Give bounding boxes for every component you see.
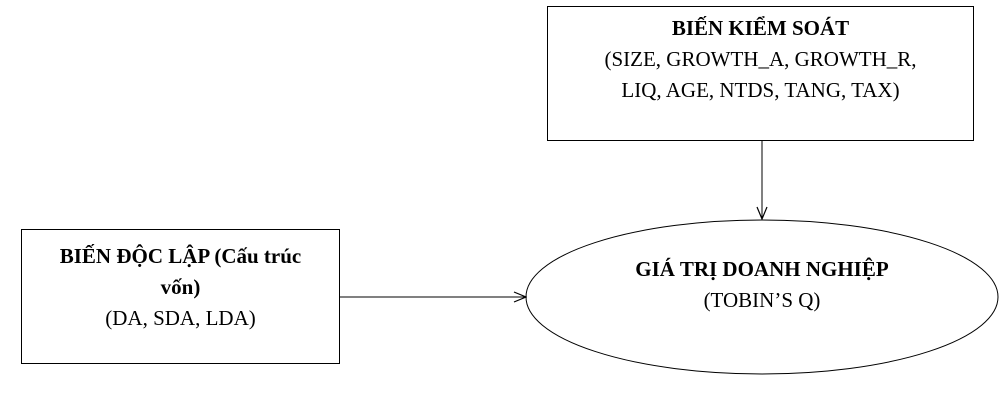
control-variables-list-line2: LIQ, AGE, NTDS, TANG, TAX) (621, 78, 900, 102)
firm-value-title: GIÁ TRỊ DOANH NGHIỆP (635, 257, 889, 281)
firm-value-measure: (TOBIN’S Q) (703, 288, 821, 312)
independent-variables-title-line1: BIẾN ĐỘC LẬP (Cấu trúc (59, 244, 302, 268)
control-variables-title: BIẾN KIỂM SOÁT (671, 16, 850, 40)
independent-variables-title-line2: vốn) (160, 275, 201, 299)
control-variables-box (547, 6, 974, 141)
firm-value-text: GIÁ TRỊ DOANH NGHIỆP (TOBIN’S Q) (526, 254, 998, 316)
independent-variables-list: (DA, SDA, LDA) (105, 306, 256, 330)
independent-variables-text: BIẾN ĐỘC LẬP (Cấu trúc vốn) (DA, SDA, LD… (22, 241, 339, 334)
control-variables-list-line1: (SIZE, GROWTH_A, GROWTH_R, (604, 47, 917, 71)
independent-variables-box (21, 229, 340, 364)
control-variables-text: BIẾN KIỂM SOÁT (SIZE, GROWTH_A, GROWTH_R… (548, 13, 973, 106)
